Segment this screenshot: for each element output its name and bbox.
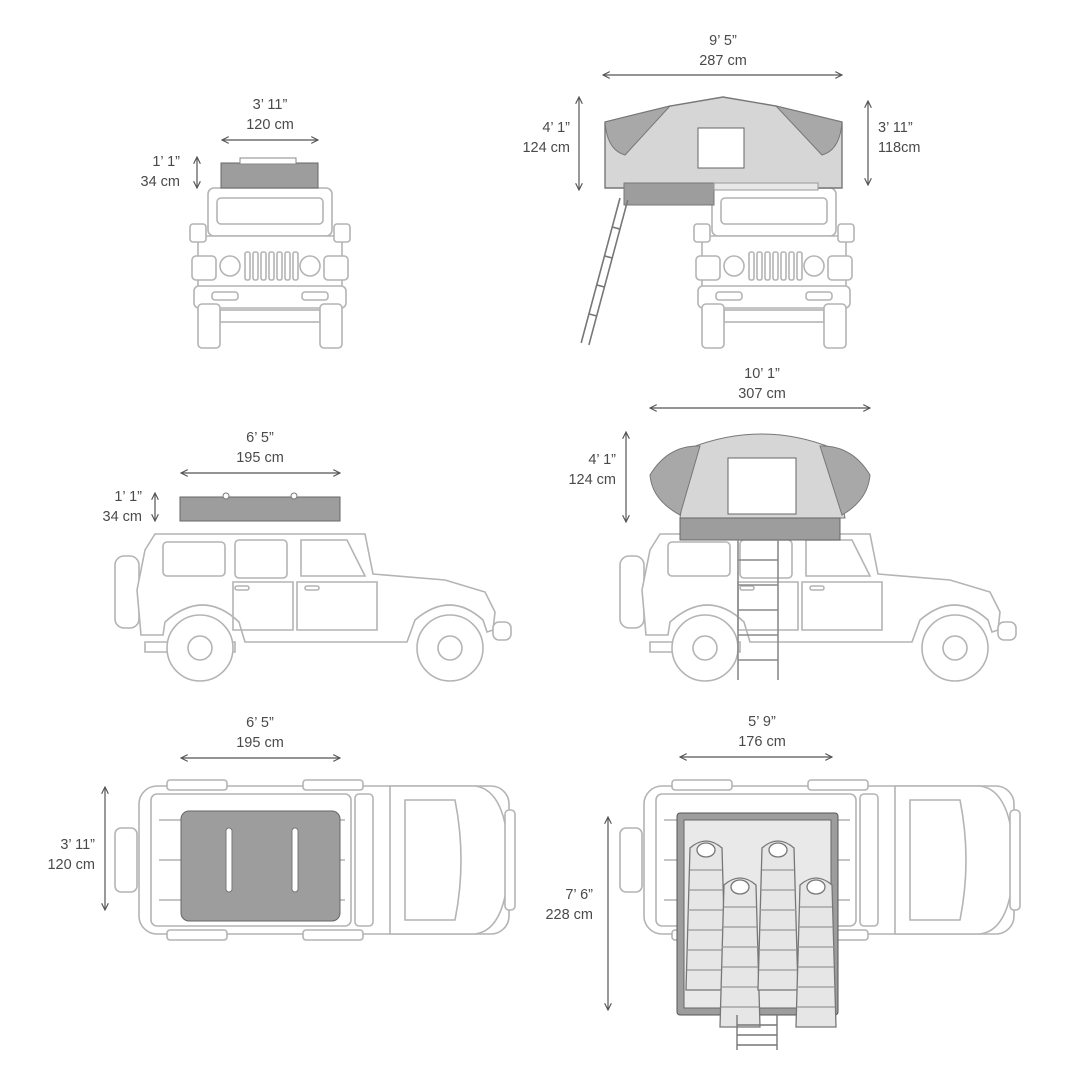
metric-value: 176 cm (738, 734, 786, 750)
imperial-value: 3’ 11” (60, 837, 95, 853)
imperial-value: 7’ 6” (565, 887, 593, 903)
imperial-value: 6’ 5” (246, 430, 274, 446)
imperial-value: 9’ 5” (709, 33, 737, 49)
top-open-width-label: 5’ 9” 176 cm (738, 712, 786, 752)
top-open-length-label: 7’ 6” 228 cm (545, 885, 593, 925)
imperial-value: 6’ 5” (246, 715, 274, 731)
imperial-value: 3’ 11” (252, 97, 288, 113)
front-view-closed (189, 157, 351, 349)
imperial-value: 4’ 1” (542, 120, 570, 136)
metric-value: 118cm (878, 140, 921, 156)
metric-value: 34 cm (140, 174, 181, 190)
metric-value: 34 cm (102, 509, 143, 525)
imperial-value: 4’ 1” (588, 452, 616, 468)
imperial-value: 5’ 9” (748, 714, 776, 730)
metric-value: 124 cm (568, 472, 616, 488)
front-open-height-right-label: 3’ 11” 118cm (878, 118, 920, 158)
front-closed-width-label: 3’ 11” 120 cm (246, 95, 294, 135)
metric-value: 228 cm (545, 907, 593, 923)
top-view-open (619, 779, 1021, 1050)
side-open-height-label: 4’ 1” 124 cm (568, 450, 616, 490)
side-view-closed (114, 492, 512, 682)
metric-value: 307 cm (738, 386, 786, 402)
imperial-value: 3’ 11” (878, 120, 913, 136)
top-view-closed (114, 779, 516, 941)
metric-value: 120 cm (246, 117, 294, 133)
metric-value: 287 cm (699, 53, 747, 69)
side-closed-height-label: 1’ 1” 34 cm (103, 487, 143, 527)
metric-value: 195 cm (236, 450, 284, 466)
front-view-open (580, 96, 855, 349)
side-view-open (619, 433, 1017, 682)
side-closed-length-label: 6’ 5” 195 cm (236, 428, 284, 468)
front-open-height-left-label: 4’ 1” 124 cm (522, 118, 570, 158)
imperial-value: 1’ 1” (152, 154, 180, 170)
dimension-arrows (105, 75, 870, 1010)
metric-value: 195 cm (236, 735, 284, 751)
front-closed-height-label: 1’ 1” 34 cm (141, 152, 181, 192)
top-closed-length-label: 6’ 5” 195 cm (236, 713, 284, 753)
imperial-value: 1’ 1” (114, 489, 142, 505)
imperial-value: 10’ 1” (744, 366, 780, 382)
metric-value: 124 cm (522, 140, 570, 156)
metric-value: 120 cm (47, 857, 95, 873)
side-open-length-label: 10’ 1” 307 cm (738, 364, 786, 404)
top-closed-width-label: 3’ 11” 120 cm (47, 835, 95, 875)
front-open-width-label: 9’ 5” 287 cm (699, 31, 747, 71)
closed-tent-box (220, 162, 319, 189)
